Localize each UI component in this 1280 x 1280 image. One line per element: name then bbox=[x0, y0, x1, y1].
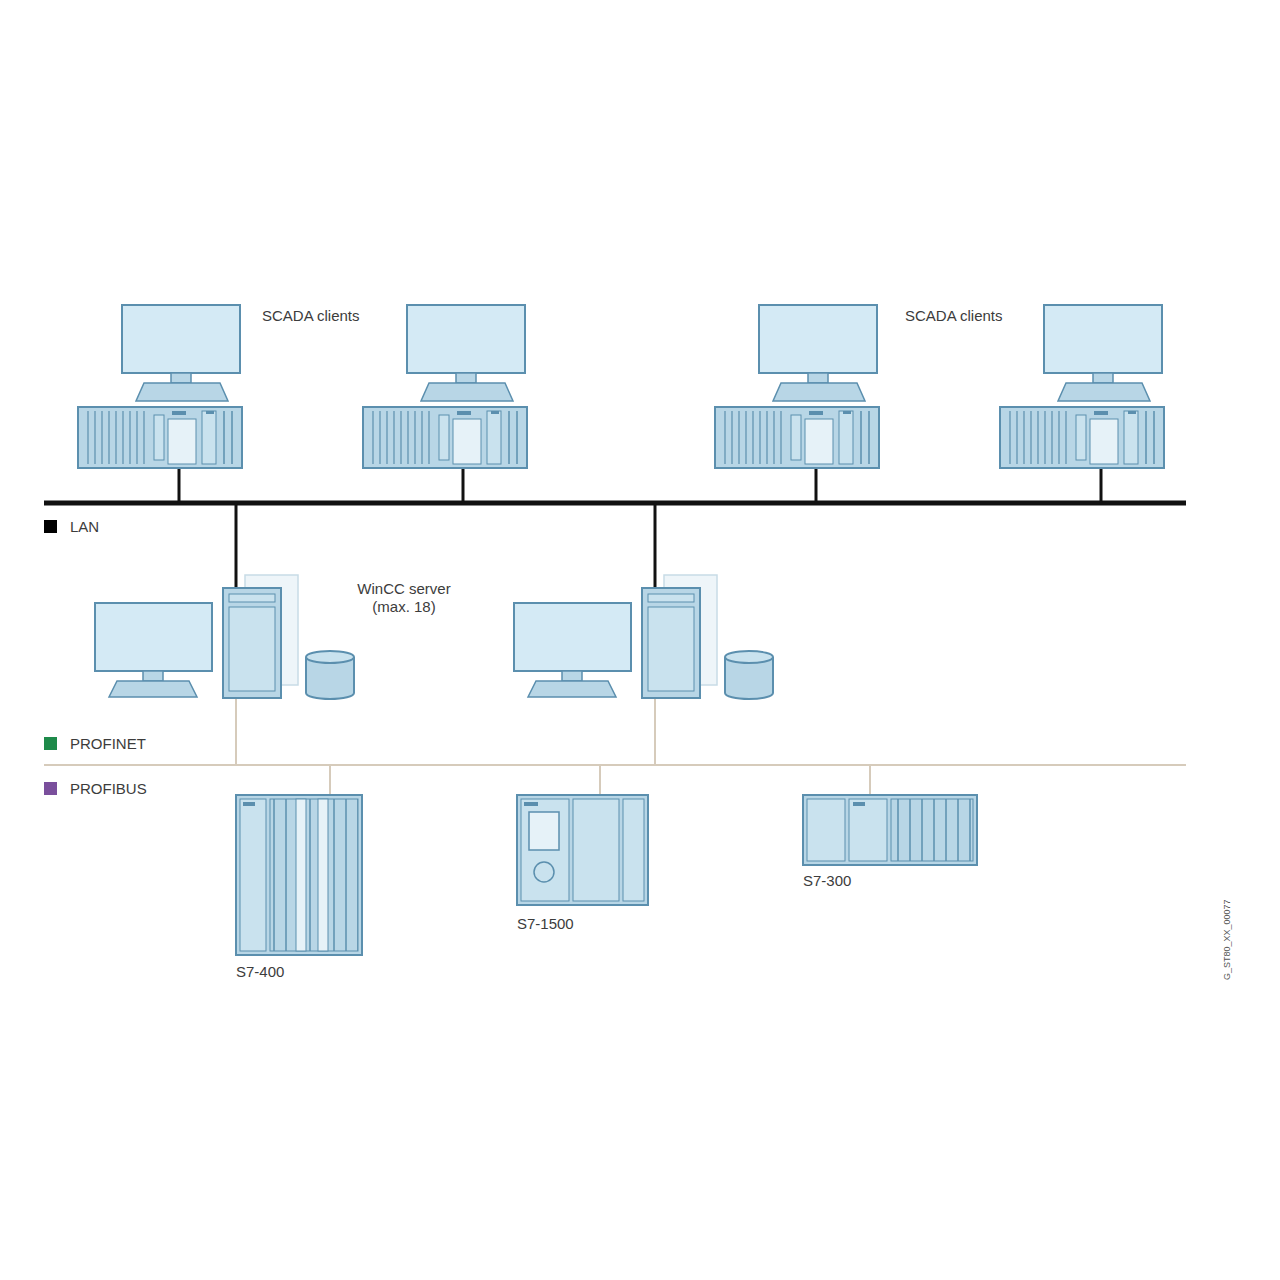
figure-id: G_ST80_XX_00077 bbox=[1222, 899, 1232, 980]
legend-swatch bbox=[44, 520, 57, 533]
group-label: SCADA clients bbox=[262, 307, 360, 325]
group-label: SCADA clients bbox=[905, 307, 1003, 325]
plc-unit: S7-300 bbox=[803, 795, 977, 890]
plc-unit: S7-1500 bbox=[517, 795, 648, 933]
plc-label: S7-1500 bbox=[517, 915, 574, 933]
server-label: WinCC server (max. 18) bbox=[339, 580, 469, 616]
plc-unit: S7-400 bbox=[236, 795, 362, 981]
legend-swatch bbox=[44, 782, 57, 795]
legend-text: LAN bbox=[70, 518, 99, 536]
plc-label: S7-300 bbox=[803, 872, 851, 890]
plc-label: S7-400 bbox=[236, 963, 284, 981]
legend-text: PROFINET bbox=[70, 735, 146, 753]
legend-text: PROFIBUS bbox=[70, 780, 147, 798]
legend-swatch bbox=[44, 737, 57, 750]
